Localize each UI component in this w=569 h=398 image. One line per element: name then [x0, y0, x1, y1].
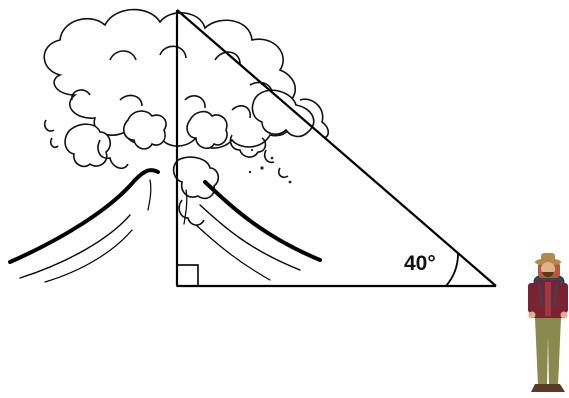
smoke-plume-icon [43, 8, 330, 226]
right-angle-marker [176, 264, 199, 287]
angle-arc [445, 252, 459, 287]
right-triangle [175, 9, 497, 288]
angle-label: 40° [404, 252, 436, 275]
volcano-illustration [8, 168, 322, 283]
hiker-icon [528, 253, 568, 392]
ash-particles [248, 148, 292, 184]
hypotenuse [176, 9, 497, 287]
